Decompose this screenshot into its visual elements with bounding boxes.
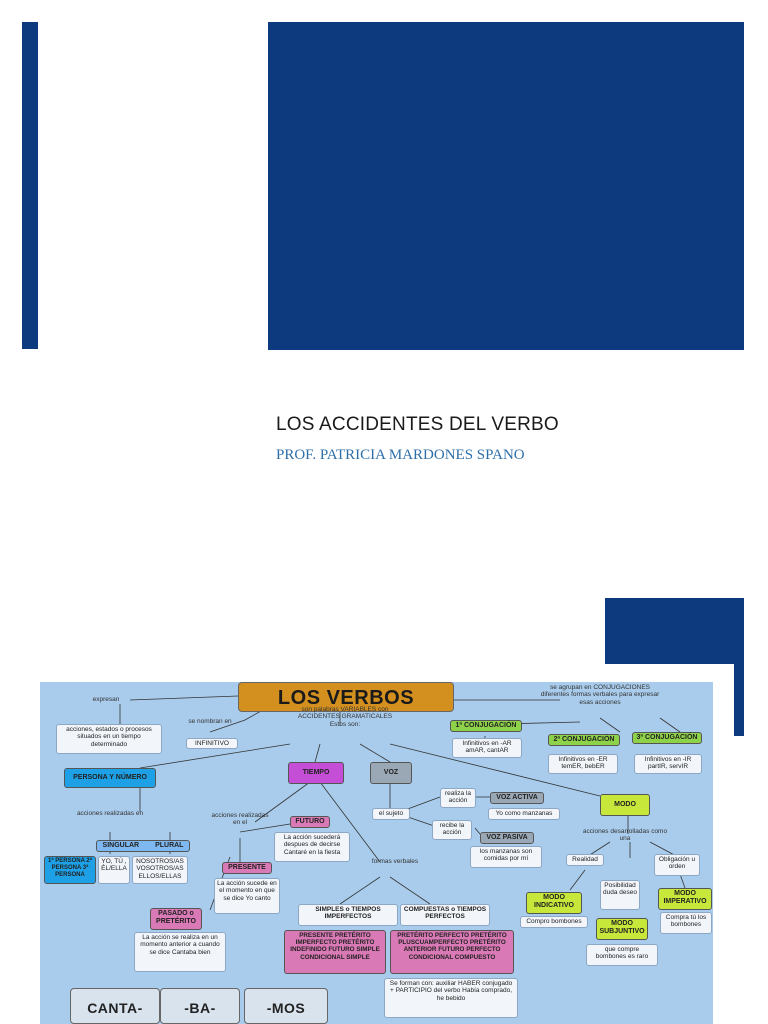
node-futuro-ex: La acción sucederá despues de decirse Ca… xyxy=(274,832,350,862)
node-simples: SIMPLES o TIEMPOS IMPERFECTOS xyxy=(298,904,398,926)
node-compuestas-list: PRETÉRITO PERFECTO PRETÉRITO PLUSCUAMPER… xyxy=(390,930,514,974)
node-posibilidad: Posibilidad duda deseo xyxy=(600,880,640,910)
node-plural-ex: NOSOTROS/AS VOSOTROS/AS ELLOS/ELLAS xyxy=(132,856,188,884)
node-compuestas: COMPUESTAS o TIEMPOS PERFECTOS xyxy=(400,904,490,926)
node-voz-pasiva: VOZ PASIVA xyxy=(480,832,534,845)
node-conj2-ex: Infinitivos en -ER temER, bebER xyxy=(548,754,618,774)
label-acciones-realizadas-el: acciones realizadas en el xyxy=(211,812,269,827)
page-subtitle: PROF. PATRICIA MARDONES SPANO xyxy=(276,447,525,463)
node-subjuntivo-ex: que compre bombones es raro xyxy=(586,944,658,966)
decorative-block-top xyxy=(268,22,744,350)
node-subjuntivo: MODO SUBJUNTIVO xyxy=(596,918,648,940)
node-activa-ex: Yo como manzanas xyxy=(488,808,560,820)
node-mos: -MOS xyxy=(244,988,328,1024)
node-simples-list: PRESENTE PRETÉRITO IMPERFECTO PRETÉRITO … xyxy=(284,930,386,974)
label-se-nombran: se nombran en xyxy=(188,718,232,725)
node-futuro: FUTURO xyxy=(290,816,330,829)
node-pasado-ex: La acción se realiza en un momento anter… xyxy=(134,932,226,972)
concept-map-image: expresan LOS VERBOS se agrupan en CONJUG… xyxy=(40,682,713,1024)
node-conj3: 3ª CONJUGACIÓN xyxy=(632,732,702,745)
node-presente-ex: La acción sucede en el momento en que se… xyxy=(214,878,280,914)
label-se-agrupan: se agrupan en CONJUGACIONES diferentes f… xyxy=(540,684,660,706)
node-obligacion: Obligación u orden xyxy=(654,854,700,876)
node-voz: VOZ xyxy=(370,762,412,784)
node-persona-numero: PERSONA Y NÚMERO xyxy=(64,768,156,788)
page-title: LOS ACCIDENTES DEL VERBO xyxy=(276,414,559,435)
decorative-bar-left xyxy=(22,22,38,349)
node-modo: MODO xyxy=(600,794,650,816)
node-conj3-ex: Infinitivos en -IR partIR, servIR xyxy=(634,754,702,774)
node-acciones-estados: acciones, estados o procesos situados en… xyxy=(56,724,162,754)
connector-lines xyxy=(109,695,686,911)
node-realiza-accion: realiza la acción xyxy=(440,788,476,808)
node-se-forman: Se forman con: auxiliar HABER conjugado … xyxy=(384,978,518,1018)
label-acciones-desarrolladas: acciones desarrolladas como una xyxy=(582,828,668,843)
label-son-palabras: son palabras VARIABLES con ACCIDENTES GR… xyxy=(297,706,393,728)
node-infinitivo: INFINITIVO xyxy=(186,738,238,749)
node-canta: CANTA- xyxy=(70,988,160,1024)
node-voz-activa: VOZ ACTIVA xyxy=(490,792,544,805)
node-pasado: PASADO o PRETÉRITO xyxy=(150,908,202,930)
node-conj2: 2ª CONJUGACIÓN xyxy=(548,734,620,747)
node-singular-ex: YO, TÚ , ÉL/ELLA xyxy=(98,856,130,884)
decorative-block-bottom-right xyxy=(605,598,744,664)
label-singular: SINGULAR xyxy=(102,842,140,849)
node-los-verbos: LOS VERBOS xyxy=(238,682,454,712)
node-singular-plural: SINGULAR PLURAL xyxy=(96,840,190,853)
decorative-block-edge xyxy=(734,664,744,736)
node-presente: PRESENTE xyxy=(222,862,272,875)
node-el-sujeto: el sujeto xyxy=(372,808,410,820)
node-pasiva-ex: los manzanas son comidas por mí xyxy=(470,846,542,868)
node-recibe-accion: recibe la acción xyxy=(432,820,472,840)
node-imperativo-ex: Compra tú los bombones xyxy=(660,912,712,934)
node-imperativo: MODO IMPERATIVO xyxy=(658,888,712,910)
node-indicativo-ex: Compro bombones xyxy=(520,916,588,928)
node-tiempo: TIEMPO xyxy=(288,762,344,784)
label-expresan: expresan xyxy=(92,696,120,703)
node-conj1: 1ª CONJUGACIÓN xyxy=(450,720,522,733)
node-indicativo: MODO INDICATIVO xyxy=(526,892,582,914)
node-personas: 1ª PERSONA 2ª PERSONA 3ª PERSONA xyxy=(44,856,96,884)
label-plural: PLURAL xyxy=(155,842,184,849)
node-ba: -BA- xyxy=(160,988,240,1024)
node-conj1-ex: Infinitivos en -AR amAR, cantAR xyxy=(452,738,522,758)
node-realidad: Realidad xyxy=(566,854,604,866)
label-acciones-realizadas: acciones realizadas en xyxy=(76,810,144,817)
label-formas-verbales: formas verbales xyxy=(371,858,419,865)
